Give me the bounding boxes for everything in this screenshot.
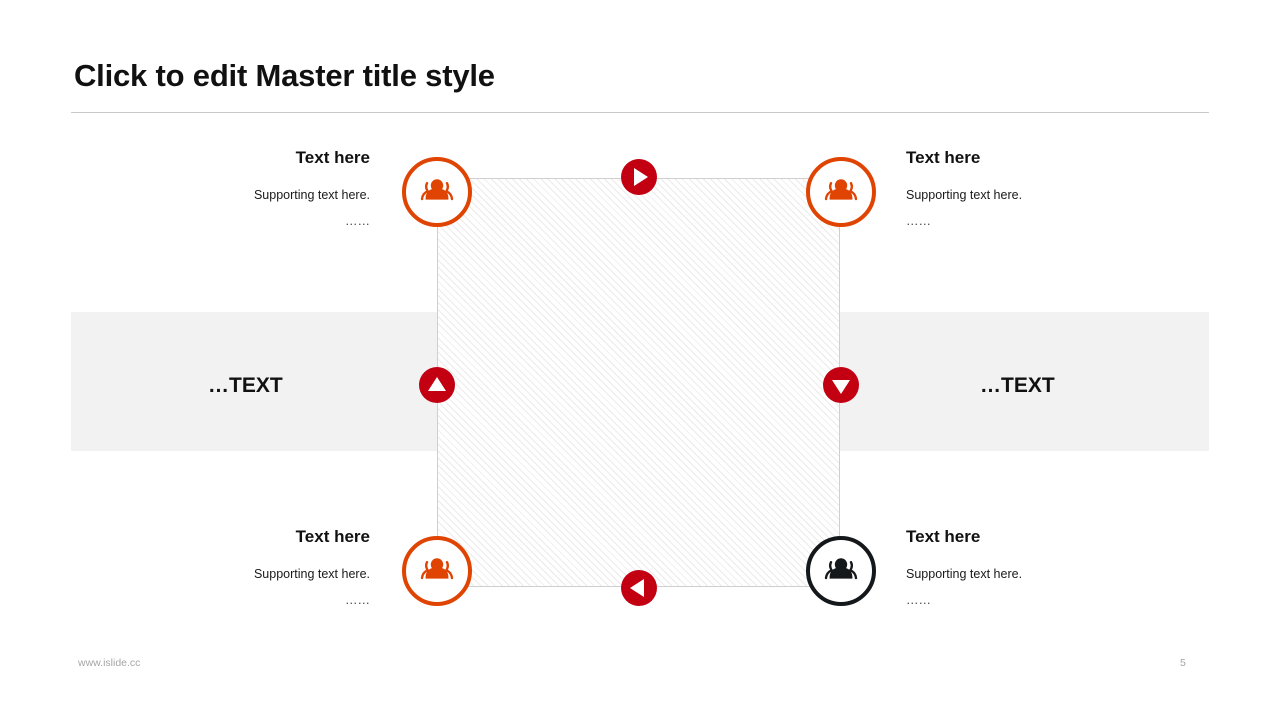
- people-icon: [823, 176, 859, 208]
- people-icon: [823, 555, 859, 587]
- node-text-top-right: Text here Supporting text here. ……: [906, 148, 1206, 228]
- node-supporting-text[interactable]: Supporting text here.: [906, 188, 1023, 203]
- side-label-right[interactable]: …TEXT: [980, 374, 1055, 397]
- node-dots[interactable]: ……: [345, 592, 370, 607]
- arrow-marker-top-right-direction[interactable]: [621, 159, 657, 195]
- node-supporting-text[interactable]: Supporting text here.: [253, 567, 370, 582]
- people-icon: [419, 176, 455, 208]
- node-text-bottom-right: Text here Supporting text here. ……: [906, 527, 1206, 607]
- page-number: 5: [1180, 657, 1186, 669]
- cycle-connector-square: [437, 178, 840, 587]
- footer-url[interactable]: www.islide.cc: [78, 657, 141, 669]
- people-icon: [419, 555, 455, 587]
- node-text-bottom-left: Text here Supporting text here. ……: [70, 527, 370, 607]
- arrow-marker-right-down-direction[interactable]: [823, 367, 859, 403]
- arrow-marker-bottom-left-direction[interactable]: [621, 570, 657, 606]
- node-dots[interactable]: ……: [345, 213, 370, 228]
- node-icon-top-right[interactable]: [806, 157, 876, 227]
- node-heading[interactable]: Text here: [906, 527, 981, 546]
- node-supporting-text[interactable]: Supporting text here.: [253, 188, 370, 203]
- triangle-left-icon: [630, 579, 644, 597]
- node-heading[interactable]: Text here: [906, 148, 981, 167]
- triangle-right-icon: [634, 168, 648, 186]
- node-dots[interactable]: ……: [906, 213, 931, 228]
- node-icon-top-left[interactable]: [402, 157, 472, 227]
- page-title[interactable]: Click to edit Master title style: [74, 58, 495, 93]
- triangle-up-icon: [428, 376, 446, 391]
- title-divider: [71, 112, 1209, 113]
- node-supporting-text[interactable]: Supporting text here.: [906, 567, 1023, 582]
- node-text-top-left: Text here Supporting text here. ……: [70, 148, 370, 228]
- side-label-left[interactable]: …TEXT: [208, 374, 283, 397]
- node-icon-bottom-left[interactable]: [402, 536, 472, 606]
- node-dots[interactable]: ……: [906, 592, 931, 607]
- node-heading[interactable]: Text here: [295, 148, 370, 167]
- arrow-marker-left-up-direction[interactable]: [419, 367, 455, 403]
- triangle-down-icon: [832, 379, 850, 394]
- node-heading[interactable]: Text here: [295, 527, 370, 546]
- node-icon-bottom-right[interactable]: [806, 536, 876, 606]
